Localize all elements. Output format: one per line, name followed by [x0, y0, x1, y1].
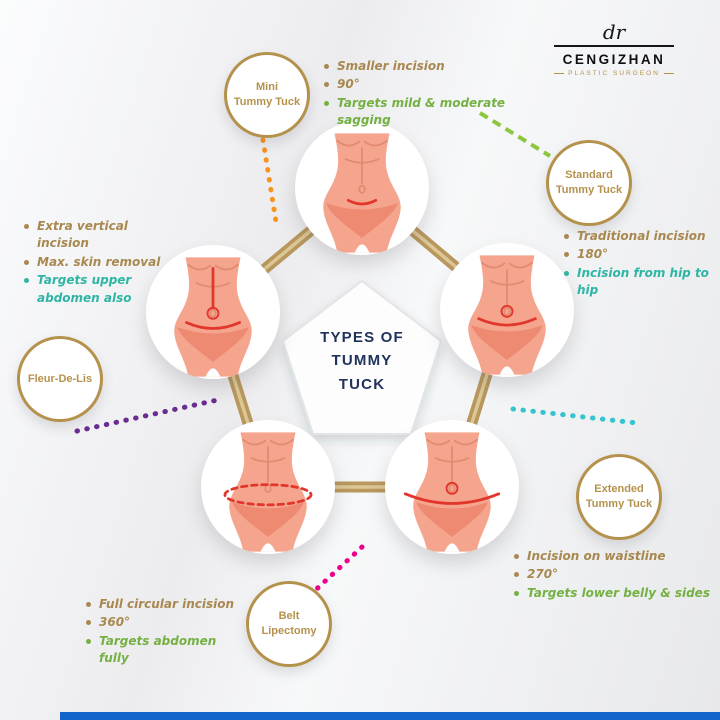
bullets-mini: Smaller incision 90° Targets mild & mode…: [322, 58, 557, 131]
bullet-item: 360°: [84, 614, 249, 631]
connector-standard: [478, 111, 552, 158]
bullets-fleur: Extra vertical incision Max. skin remova…: [22, 218, 182, 308]
incision-line-fleur-horizontal: [185, 321, 241, 330]
label-circle-fleur: Fleur-De-Lis: [17, 336, 103, 422]
logo-divider: [554, 45, 674, 47]
bullet-item: Max. skin removal: [22, 254, 182, 271]
brand-subtitle: PLASTIC SURGEON: [568, 70, 660, 77]
center-title-line: TYPES OF: [320, 329, 404, 346]
torso-illustration-belt: [223, 432, 313, 552]
subtitle-rule-right: [663, 73, 675, 74]
label-text-belt: Belt Lipectomy: [261, 610, 317, 637]
label-text-mini: Mini Tummy Tuck: [233, 81, 301, 108]
incision-line-standard: [477, 317, 537, 327]
connector-belt: [305, 544, 365, 600]
label-circle-mini: Mini Tummy Tuck: [224, 52, 310, 138]
bullets-standard: Traditional incision 180° Incision from …: [562, 228, 720, 301]
bullet-item: 90°: [322, 76, 557, 93]
torso-circle-mini: [295, 121, 429, 255]
label-text-fleur: Fleur-De-Lis: [27, 372, 93, 385]
torso-illustration-standard: [468, 255, 546, 375]
incision-line-mini: [346, 198, 378, 206]
bullet-item: 180°: [562, 246, 720, 263]
torso-circle-standard: [440, 243, 574, 377]
bottom-accent-bar: [60, 712, 720, 720]
bullet-item: Traditional incision: [562, 228, 720, 245]
center-title-line: TUCK: [338, 375, 386, 393]
bullet-item: Targets upper abdomen also: [22, 272, 182, 307]
label-circle-belt: Belt Lipectomy: [246, 581, 332, 667]
center-title: TYPES OF TUMMY TUCK: [287, 326, 437, 396]
brand-name: CENGIZHAN: [562, 52, 666, 67]
incision-line-belt: [223, 483, 313, 507]
bullet-item: Targets abdomen fully: [84, 633, 249, 668]
bullet-item: Targets mild & moderate sagging: [322, 95, 557, 130]
bullets-extended: Incision on waistline 270° Targets lower…: [512, 548, 717, 603]
brand-logo: dr CENGIZHAN PLASTIC SURGEON: [554, 20, 675, 77]
connector-mini: [260, 137, 280, 231]
center-pentagon: [281, 279, 443, 435]
bullet-item: Incision on waistline: [512, 548, 717, 565]
subtitle-rule-left: [554, 73, 565, 74]
bullet-item: Incision from hip to hip: [562, 265, 720, 300]
torso-illustration-mini: [323, 133, 401, 253]
incision-line-extended: [403, 492, 501, 505]
label-text-standard: Standard Tummy Tuck: [555, 169, 623, 196]
logo-signature: dr: [602, 20, 626, 44]
torso-circle-belt: [201, 420, 335, 554]
label-circle-extended: Extended Tummy Tuck: [576, 454, 662, 540]
torso-illustration-extended: [403, 432, 501, 552]
bullets-belt: Full circular incision 360° Targets abdo…: [84, 596, 249, 669]
label-circle-standard: Standard Tummy Tuck: [546, 140, 632, 226]
bullet-item: Full circular incision: [84, 596, 249, 613]
label-text-extended: Extended Tummy Tuck: [585, 483, 653, 510]
bullet-item: Smaller incision: [322, 58, 557, 75]
incision-navel-ring: [445, 481, 459, 495]
torso-circle-fleur: [146, 245, 280, 379]
connector-extended: [510, 406, 640, 426]
bullet-item: Targets lower belly & sides: [512, 585, 717, 602]
connector-fleur: [74, 396, 225, 434]
incision-navel-ring: [500, 304, 514, 318]
torso-circle-extended: [385, 420, 519, 554]
bullet-item: Extra vertical incision: [22, 218, 182, 253]
brand-subtitle-row: PLASTIC SURGEON: [554, 70, 675, 77]
center-title-line: TUMMY: [331, 352, 393, 370]
incision-navel-ring: [206, 306, 220, 320]
torso-illustration-fleur: [174, 257, 252, 377]
bullet-item: 270°: [512, 566, 717, 583]
